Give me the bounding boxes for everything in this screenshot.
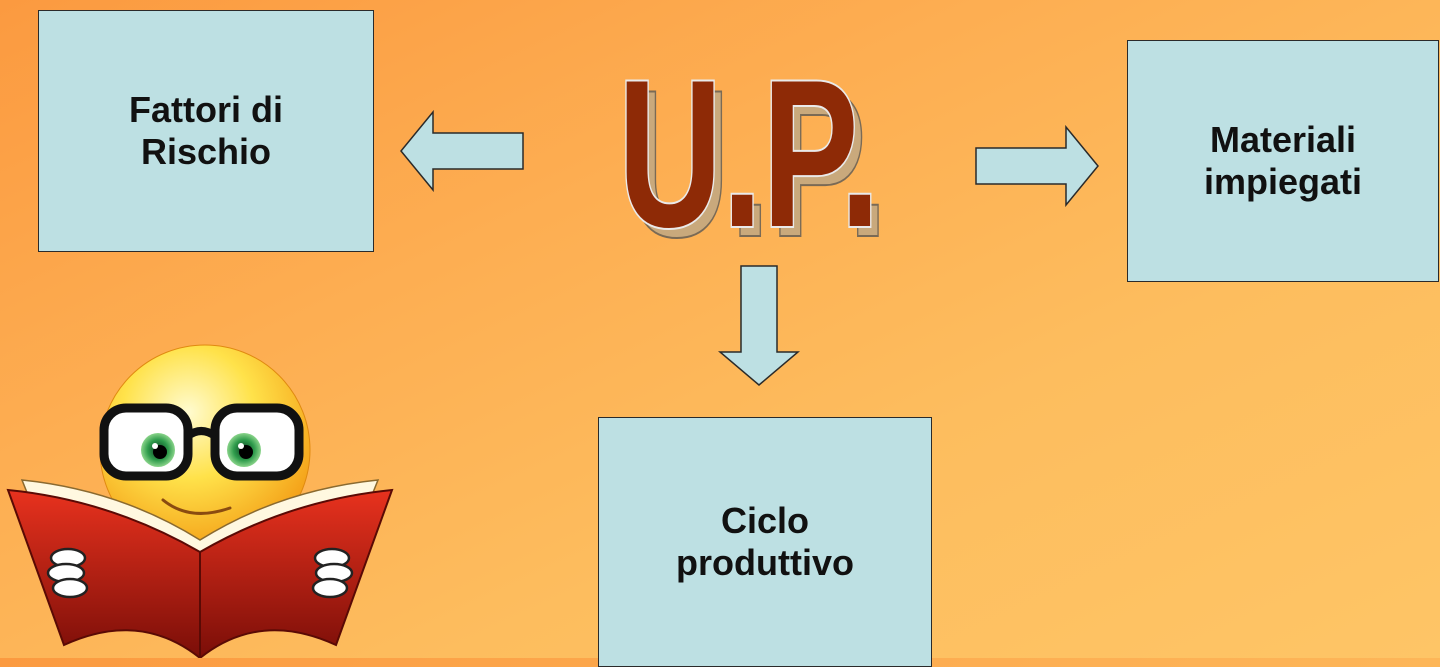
box-fattori-di-rischio: Fattori di Rischio (38, 10, 374, 252)
box-label-ciclo-produttivo: Ciclo produttivo (676, 500, 854, 583)
up-logo-text: U.P. (618, 36, 880, 243)
hands-icon (46, 547, 354, 599)
arrow-right-icon (975, 125, 1099, 207)
arrow-left-icon (400, 110, 524, 192)
eyes-icon (141, 433, 261, 467)
up-logo-shadow: U.P. (626, 46, 888, 243)
smiley-reading-book-icon (6, 344, 394, 658)
smile-icon (161, 498, 232, 515)
box-label-fattori-di-rischio: Fattori di Rischio (129, 89, 283, 172)
arrow-down-icon (718, 265, 800, 386)
box-materiali-impiegati: Materiali impiegati (1127, 40, 1439, 282)
book-icon (6, 479, 394, 658)
box-ciclo-produttivo: Ciclo produttivo (598, 417, 932, 667)
box-label-materiali-impiegati: Materiali impiegati (1203, 119, 1363, 202)
up-logo: U.P. U.P. (616, 34, 889, 243)
